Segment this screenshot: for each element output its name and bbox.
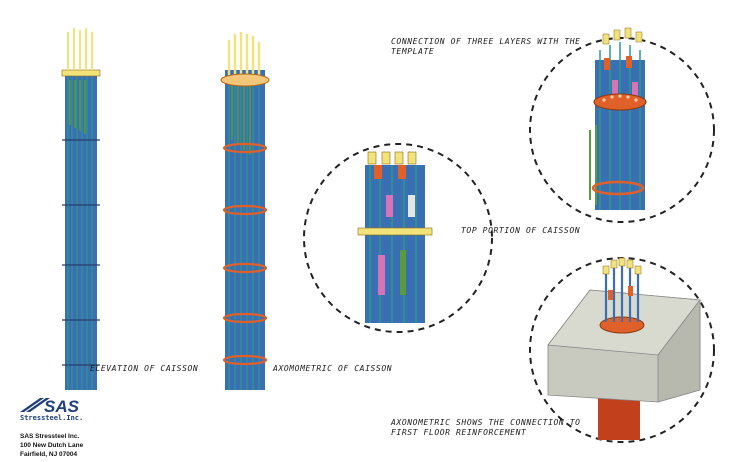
label-top-portion: TOP PORTION OF CAISSON bbox=[461, 226, 581, 235]
axonometric-template bbox=[220, 73, 270, 87]
company-address: SAS Stressteel Inc. 100 New Dutch Lane F… bbox=[20, 432, 83, 459]
logo-subtext: Stressteel.Inc. bbox=[20, 414, 84, 422]
detail-floor bbox=[529, 257, 715, 443]
company-street: 100 New Dutch Lane bbox=[20, 442, 84, 449]
detail-circle-top bbox=[303, 143, 493, 333]
label-connection-line2: TEMPLATE bbox=[391, 47, 435, 56]
label-axonometric: AXOMOMETRIC OF CAISSON bbox=[273, 364, 393, 373]
company-name: SAS Stressteel Inc. bbox=[20, 433, 80, 440]
detail-template-plate bbox=[357, 227, 433, 236]
logo-text: SAS bbox=[44, 397, 79, 416]
elevation-template bbox=[61, 69, 101, 77]
detail-connection bbox=[529, 27, 715, 223]
caisson-elevation bbox=[61, 28, 101, 390]
detail-top-portion bbox=[303, 143, 493, 333]
detail-circle-connection bbox=[529, 37, 715, 223]
label-elevation: ELEVATION OF CAISSON bbox=[90, 364, 199, 373]
caisson-axonometric bbox=[220, 32, 270, 390]
label-floor-line1: AXONOMETRIC SHOWS THE CONNECTION TO bbox=[391, 418, 581, 427]
label-floor-line2: FIRST FLOOR REINFORCEMENT bbox=[391, 428, 527, 437]
label-connection-line1: CONNECTION OF THREE LAYERS WITH THE bbox=[391, 37, 581, 46]
company-city: Fairfield, NJ 07004 bbox=[20, 451, 78, 458]
connection-template bbox=[593, 93, 647, 111]
pier-below bbox=[598, 398, 640, 440]
sas-logo-mark bbox=[20, 398, 50, 412]
